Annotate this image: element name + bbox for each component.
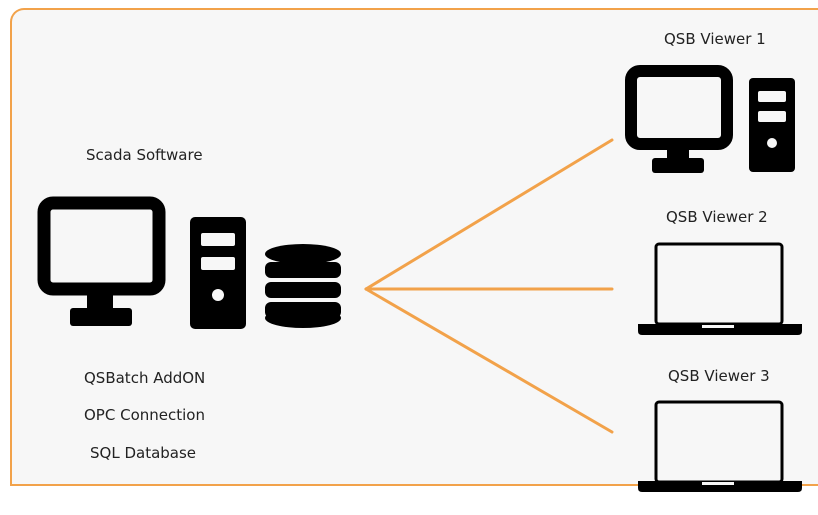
viewer-1-tower-icon: [749, 78, 795, 172]
server-feature-sql: SQL Database: [90, 444, 197, 462]
server-monitor-icon: [37, 196, 166, 326]
database-icon: [265, 244, 341, 328]
server-tower-icon: [190, 217, 246, 329]
connector-lines: [364, 138, 614, 434]
diagram-frame: [10, 8, 818, 486]
connector-to-viewer-3: [364, 287, 614, 434]
server-title: Scada Software: [86, 146, 203, 164]
viewer-2-laptop-icon: [638, 242, 802, 335]
viewer-3-laptop-icon: [638, 400, 802, 492]
viewer-1-monitor-icon: [625, 65, 733, 173]
viewer-3-label: QSB Viewer 3: [668, 367, 770, 385]
viewer-1-label: QSB Viewer 1: [664, 30, 766, 48]
connector-to-viewer-1: [364, 138, 614, 291]
server-feature-opc: OPC Connection: [84, 406, 205, 424]
viewer-2-label: QSB Viewer 2: [666, 208, 768, 226]
server-feature-addon: QSBatch AddON: [84, 369, 206, 387]
